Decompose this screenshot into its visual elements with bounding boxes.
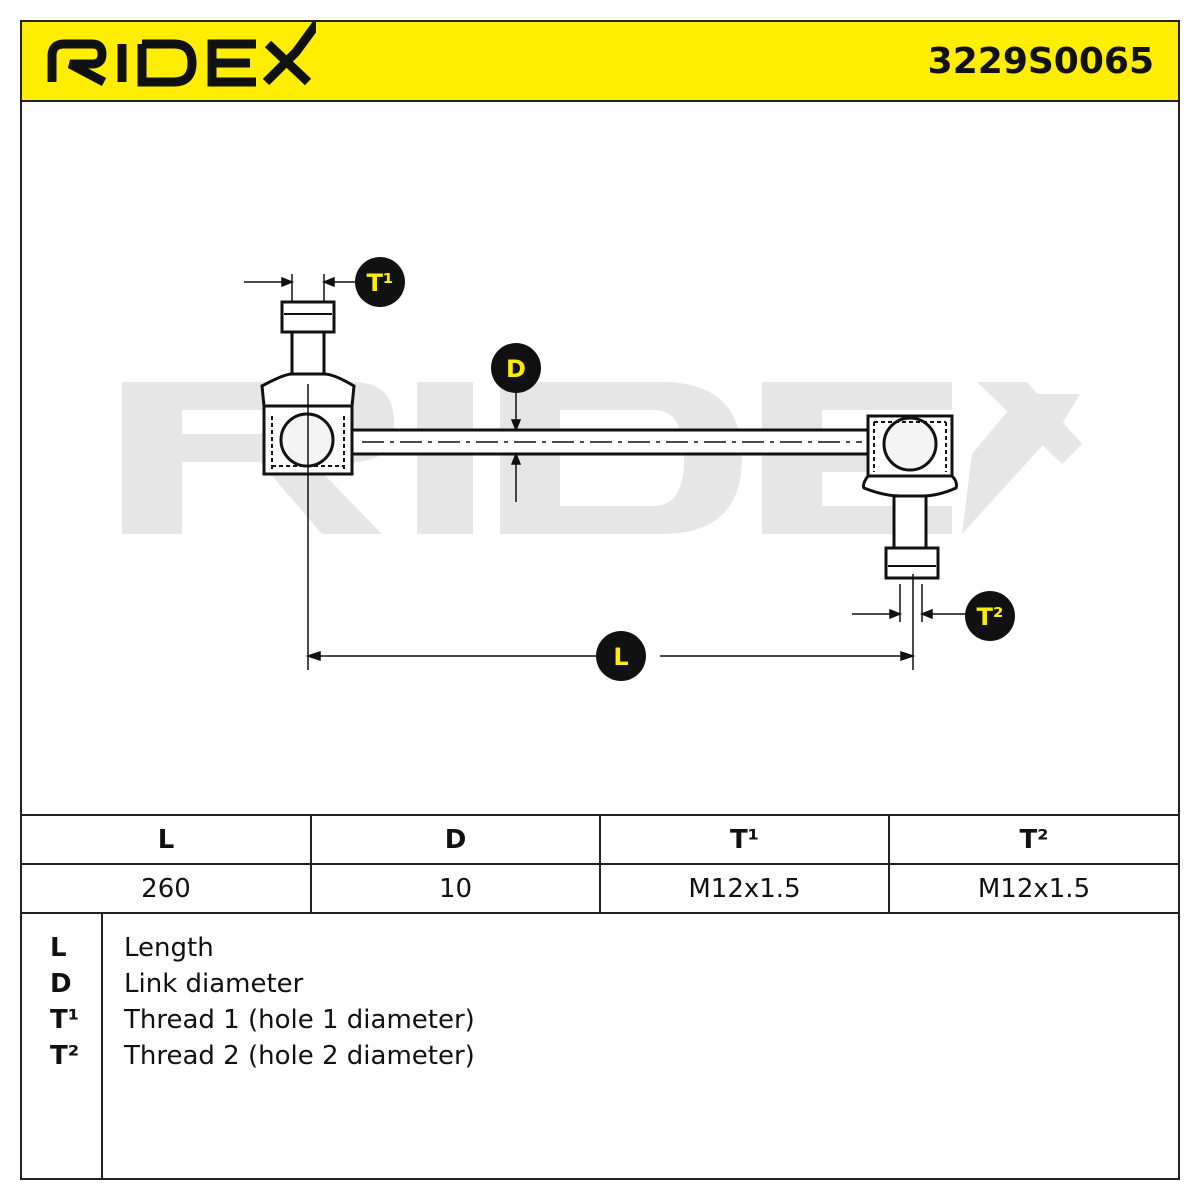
technical-drawing: T¹ D L T² [22,104,1178,814]
t2-badge: T² [965,591,1015,641]
legend-row: D Link diameter [22,966,1178,1002]
legend: L Length D Link diameter T¹ Thread 1 (ho… [22,912,1178,1178]
value-t2: M12x1.5 [889,863,1178,913]
value-d: 10 [311,863,601,913]
legend-description: Thread 2 (hole 2 diameter) [124,1041,475,1071]
legend-description: Length [124,933,214,963]
value-t1: M12x1.5 [600,863,890,913]
right-ball-joint [862,414,958,580]
header-t1: T¹ [600,814,890,864]
spec-table: L D T¹ T² 260 10 M12x1.5 M12x1.5 [22,814,1178,913]
legend-row: T² Thread 2 (hole 2 diameter) [22,1038,1178,1074]
watermark-logo [122,382,1082,534]
legend-key: D [50,969,72,999]
header-t2: T² [889,814,1178,864]
part-number: 3229S0065 [927,41,1154,82]
header-bar: 3229S0065 [22,22,1178,102]
legend-description: Thread 1 (hole 1 diameter) [124,1005,475,1035]
ridex-logo [47,22,316,87]
spec-value-row: 260 10 M12x1.5 M12x1.5 [22,863,1178,913]
datasheet: 3229S0065 [20,20,1180,1180]
legend-description: Link diameter [124,969,304,999]
header-l: L [22,814,312,864]
legend-key: T² [50,1041,80,1071]
l-badge: L [596,631,646,681]
link-rod [350,428,870,456]
d-badge-label: D [506,355,526,383]
value-l: 260 [22,863,312,913]
t2-badge-label: T² [977,603,1004,631]
legend-row: L Length [22,930,1178,966]
legend-divider [101,914,103,1178]
t1-badge: T¹ [355,257,405,307]
dimension-lines [244,274,966,670]
legend-key: L [50,933,67,963]
t1-badge-label: T¹ [367,269,394,297]
legend-row: T¹ Thread 1 (hole 1 diameter) [22,1002,1178,1038]
left-ball-joint [260,300,356,476]
spec-header-row: L D T¹ T² [22,814,1178,864]
l-badge-label: L [613,643,628,671]
header-d: D [311,814,601,864]
legend-key: T¹ [50,1005,80,1035]
d-badge: D [491,343,541,393]
